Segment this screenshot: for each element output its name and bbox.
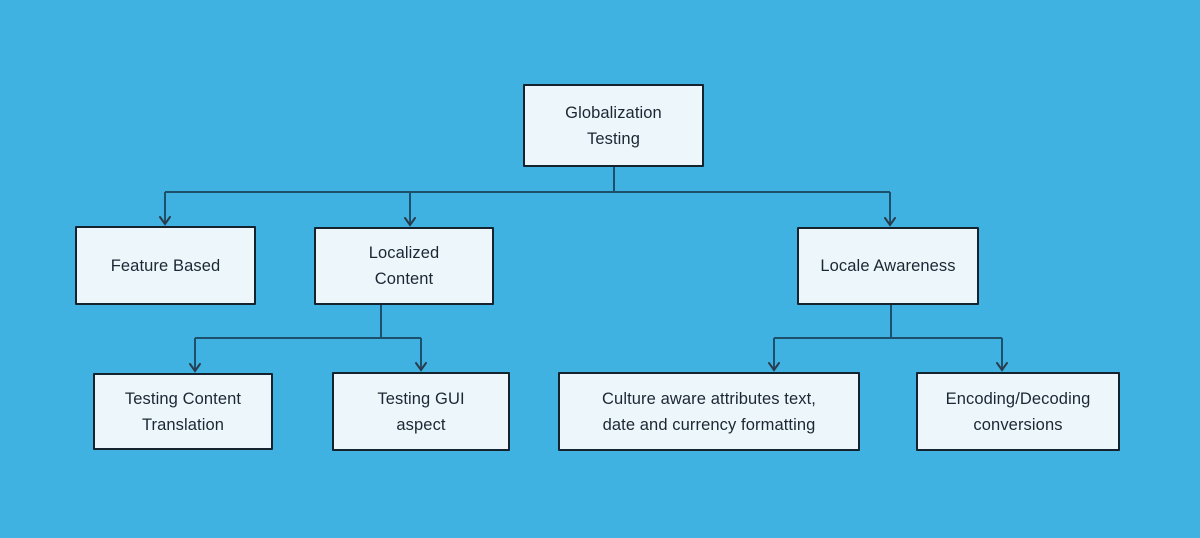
node-label-line: Testing Content	[124, 389, 242, 408]
node-label-line: aspect	[396, 415, 446, 434]
arrowhead-icon	[768, 362, 780, 372]
node-label-line: Encoding/Decoding	[945, 389, 1091, 408]
arrowhead-icon	[189, 363, 201, 373]
node-label-line: Locale Awareness	[820, 257, 956, 275]
node-label-line: date and currency formatting	[602, 415, 816, 434]
node-feature-based: Feature Based	[75, 226, 256, 305]
arrowhead-icon	[404, 217, 416, 227]
node-testing-gui-aspect: Testing GUI aspect	[332, 372, 510, 451]
node-label-line: Culture aware attributes text,	[602, 389, 816, 408]
node-label-line: Globalization	[565, 103, 662, 122]
node-culture-aware-attributes: Culture aware attributes text, date and c…	[558, 372, 860, 451]
node-label-line: Testing GUI	[377, 389, 465, 408]
arrowhead-icon	[159, 216, 171, 226]
arrowhead-icon	[415, 362, 427, 372]
node-label-line: Content	[374, 270, 434, 288]
node-encoding-decoding-conversions: Encoding/Decoding conversions	[916, 372, 1120, 451]
arrowhead-icon	[884, 217, 896, 227]
node-label-line: Localized	[368, 244, 440, 262]
node-label-line: Testing	[587, 129, 640, 148]
node-locale-awareness: Locale Awareness	[797, 227, 979, 305]
node-label-line: Feature Based	[110, 256, 221, 275]
node-label-line: conversions	[973, 415, 1063, 434]
arrowhead-icon	[996, 362, 1008, 372]
node-label-line: Translation	[141, 415, 225, 434]
